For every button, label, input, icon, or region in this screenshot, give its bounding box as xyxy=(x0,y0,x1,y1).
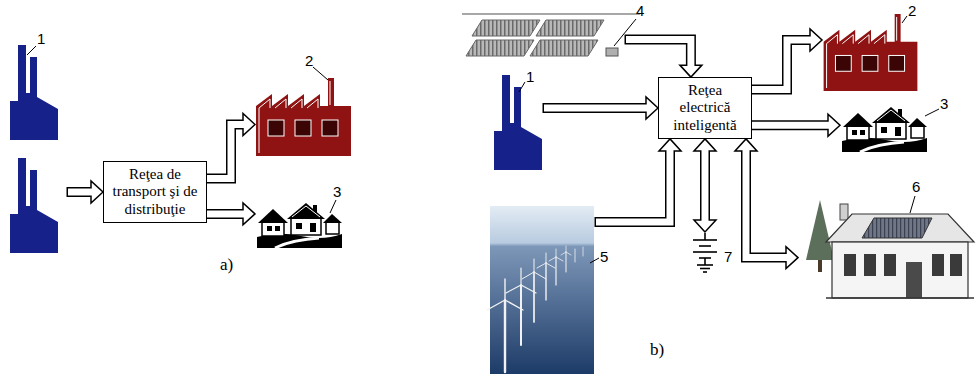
smart-house-icon: 6 xyxy=(798,196,976,306)
panel-label-box: a) xyxy=(220,255,233,275)
arrow-outline xyxy=(206,209,245,219)
factory-icon: 2 xyxy=(255,70,353,158)
callout-number: 3 xyxy=(940,95,948,112)
block-arrow xyxy=(735,139,798,269)
block-arrow xyxy=(206,203,256,225)
block-arrow xyxy=(625,40,702,78)
arrow-fill xyxy=(544,105,648,112)
block-arrow xyxy=(595,139,682,222)
smart-grid-box: Reţea electrică inteligentă xyxy=(658,77,752,139)
arrow-outline xyxy=(206,125,245,179)
wind-farm-photo xyxy=(487,206,594,374)
houses-drawing xyxy=(842,107,927,152)
solar-panel-drawing xyxy=(462,14,640,56)
leader-line xyxy=(27,16,939,263)
arrow-outline xyxy=(67,187,93,197)
block-arrow xyxy=(67,181,104,203)
panel-label-box: b) xyxy=(650,340,664,360)
arrow-outline xyxy=(595,150,671,222)
arrow-outline xyxy=(751,40,812,89)
arrow-outline xyxy=(700,150,710,221)
callout-number: 1 xyxy=(37,30,45,47)
arrow-fill xyxy=(207,125,245,179)
arrow-outline xyxy=(746,150,787,258)
arrow-outline xyxy=(543,103,648,113)
callout-number: 5 xyxy=(600,248,608,265)
block-arrow xyxy=(751,29,823,89)
arrow-fill xyxy=(752,122,830,129)
battery-icon: 7 xyxy=(688,232,722,274)
network-box: Reţea de transport şi de distribuţie xyxy=(103,161,207,223)
panel-label: b) xyxy=(650,340,664,359)
box-label: Reţea electrică inteligentă xyxy=(665,82,745,134)
battery-symbol xyxy=(693,233,717,272)
arrow-outline xyxy=(751,120,830,130)
houses-icon: 3 xyxy=(255,198,345,248)
factory-drawing xyxy=(824,14,918,91)
factory-drawing xyxy=(256,78,351,156)
panel-label: a) xyxy=(220,255,233,274)
box-label: Reţea de transport şi de distribuţie xyxy=(110,166,200,218)
solar-panel-icon: 4 xyxy=(468,12,626,62)
arrow-fill xyxy=(207,210,245,217)
houses-icon: 3 xyxy=(840,100,930,156)
block-arrow xyxy=(206,114,256,179)
wind-farm-icon: 5 xyxy=(488,205,596,374)
power-plant-drawing xyxy=(10,45,58,253)
arrow-outline xyxy=(625,40,691,67)
houses-drawing xyxy=(257,203,342,248)
power-plant-icon: 1 xyxy=(8,30,68,255)
callout-number: 2 xyxy=(908,2,916,19)
callout-number: 4 xyxy=(636,2,644,19)
arrow-fill xyxy=(68,189,93,196)
smart-house-drawing xyxy=(806,200,974,298)
arrow-fill xyxy=(702,149,709,222)
callout-number: 3 xyxy=(333,183,341,200)
callout-number: 1 xyxy=(526,68,534,85)
power-plant-icon: 1 xyxy=(492,72,544,170)
callout-number: 7 xyxy=(724,248,732,265)
factory-icon: 2 xyxy=(822,12,920,92)
power-plant-drawing xyxy=(494,75,542,170)
block-arrow xyxy=(694,139,716,232)
arrow-fill xyxy=(752,40,812,89)
arrow-fill xyxy=(596,149,670,222)
callout-number: 2 xyxy=(305,52,313,69)
arrow-fill xyxy=(746,149,788,258)
block-arrow xyxy=(751,114,841,136)
callout-number: 6 xyxy=(912,178,920,195)
arrow-fill xyxy=(626,40,691,68)
block-arrow xyxy=(543,97,659,119)
